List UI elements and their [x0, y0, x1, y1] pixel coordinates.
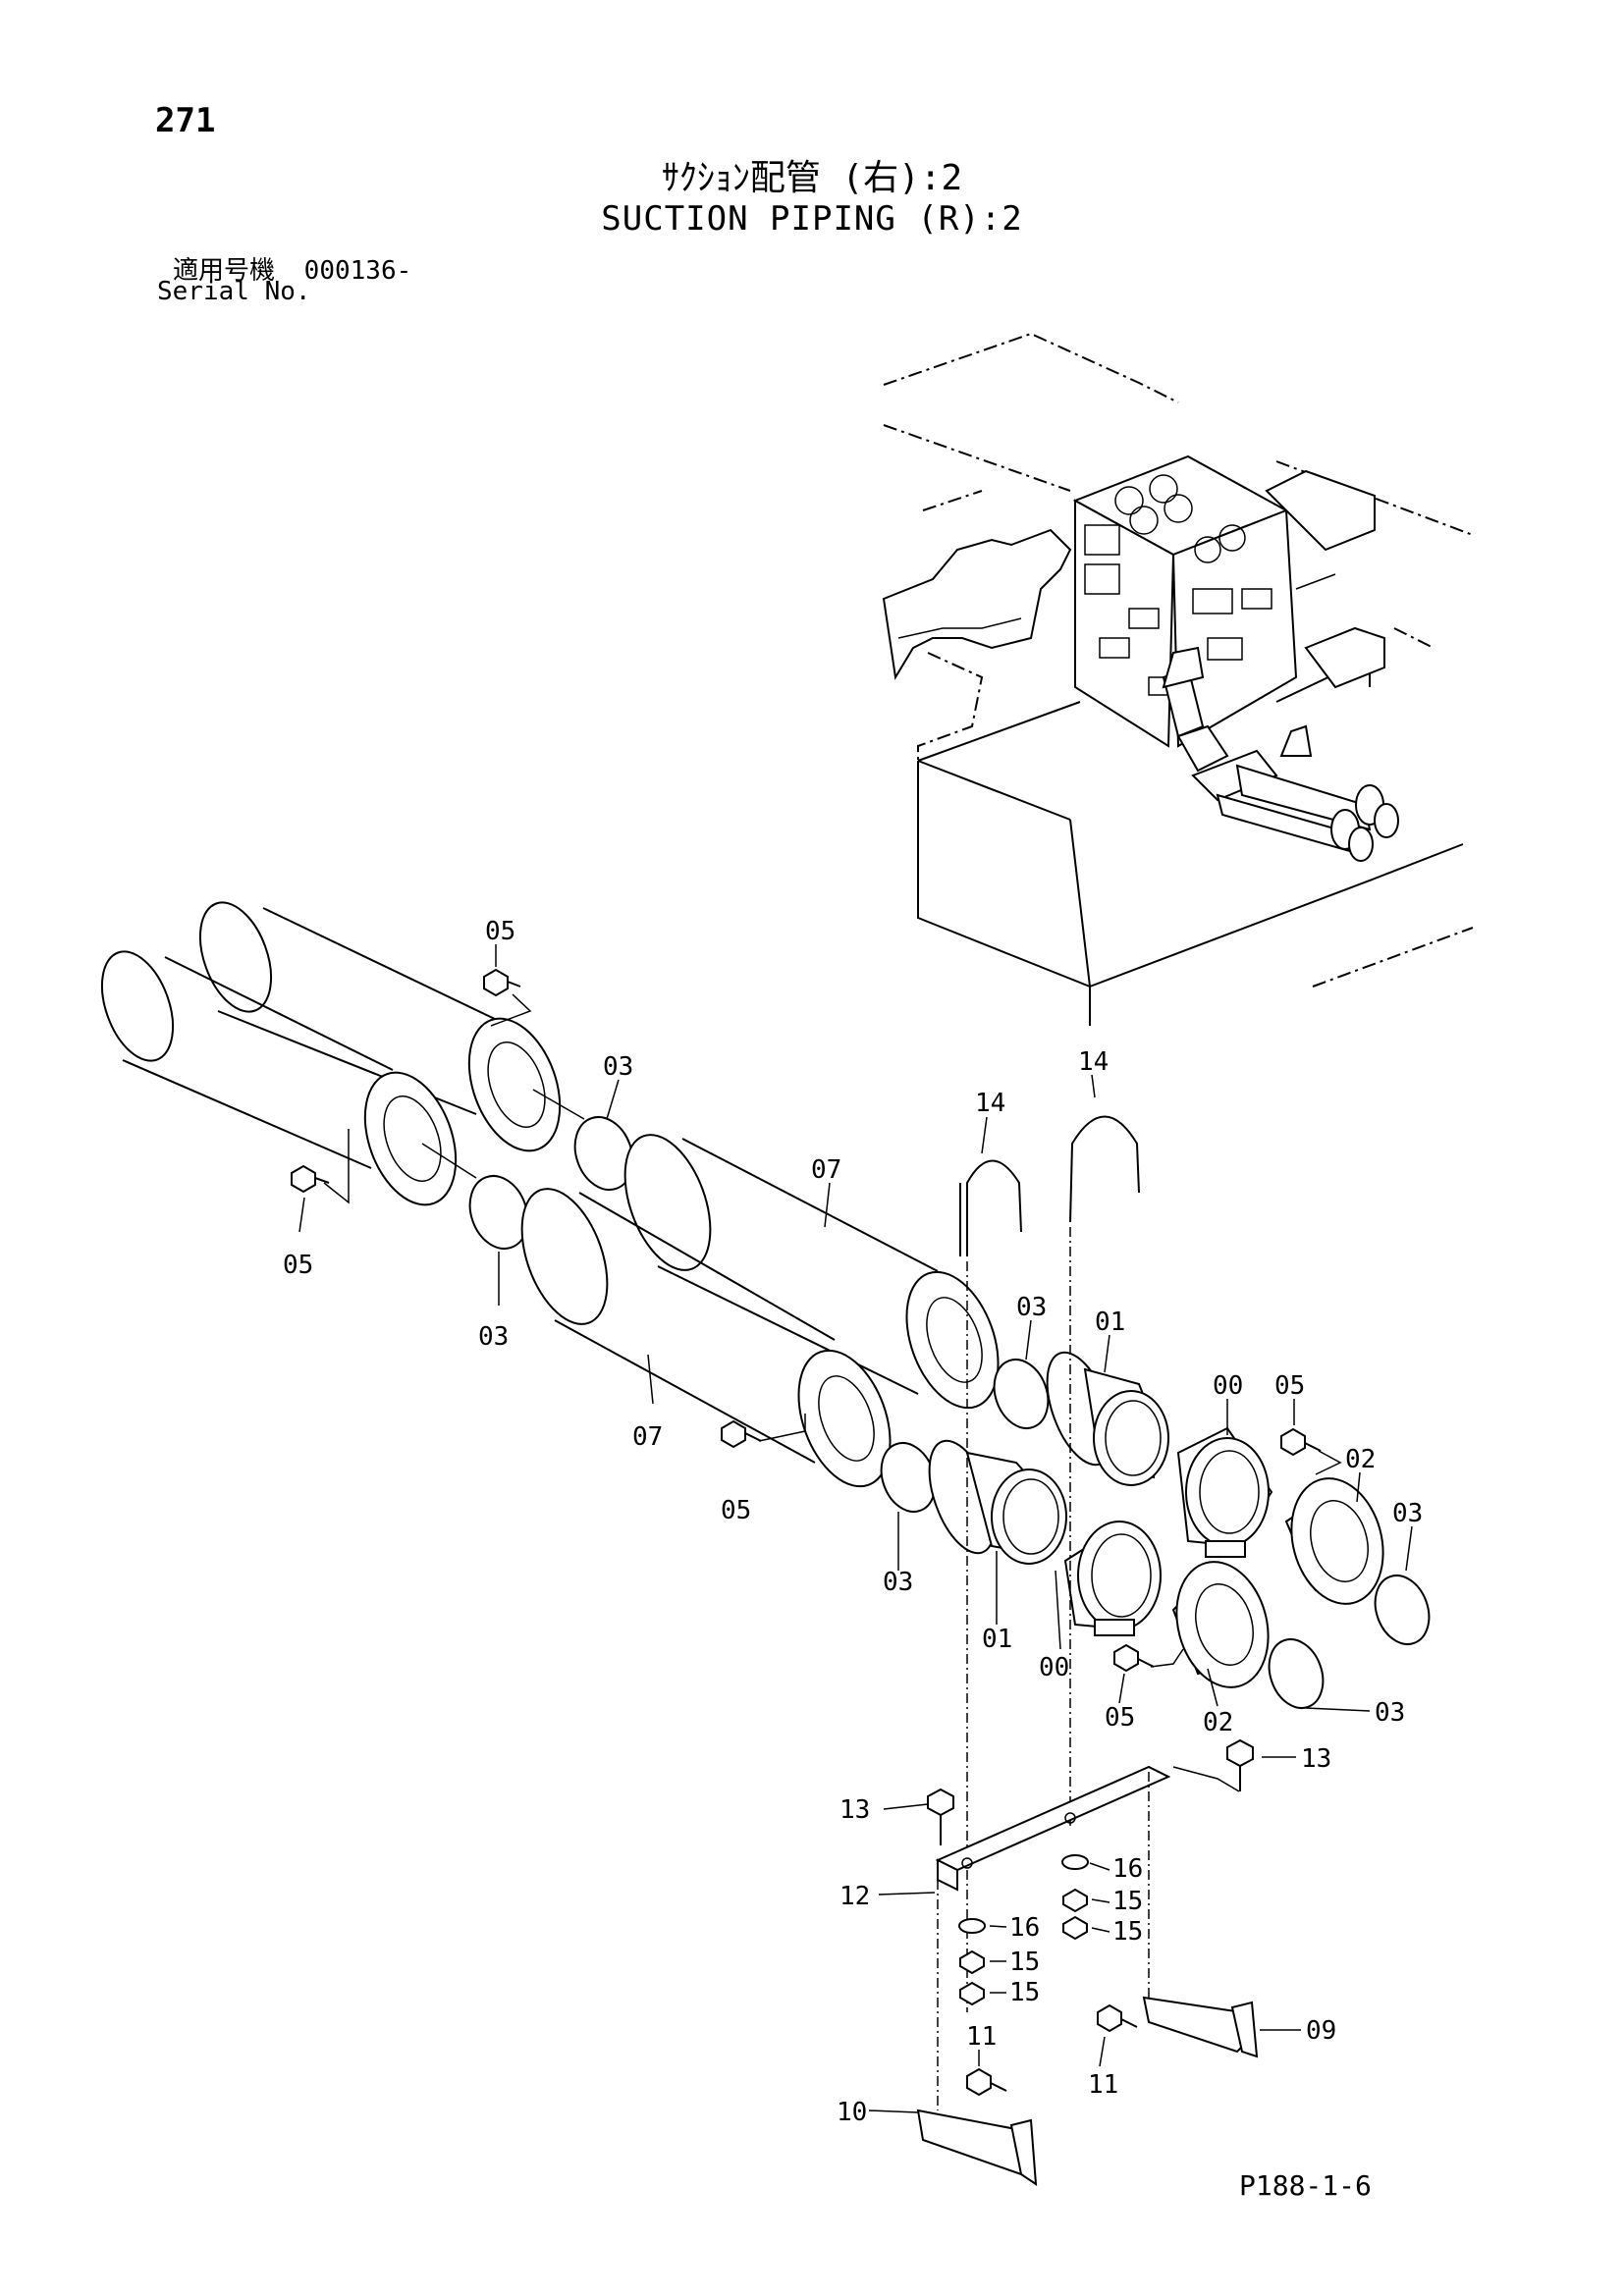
callout-02-lower: 02: [1203, 1708, 1233, 1737]
callout-15-right-b: 15: [1112, 1917, 1143, 1947]
callout-00-lower: 00: [1039, 1653, 1069, 1682]
bolt-11-right: [1097, 2003, 1138, 2033]
serial-label-japanese: 適用号機 000136-: [173, 250, 411, 287]
callout-15-left-b: 15: [1009, 1978, 1040, 2007]
bracket-12: [935, 1765, 1171, 1892]
callout-13-right: 13: [1301, 1744, 1331, 1774]
callout-10: 10: [837, 2098, 867, 2127]
callout-02-upper: 02: [1345, 1445, 1376, 1474]
callout-01-lower: 01: [982, 1625, 1012, 1654]
callout-03-left: 03: [478, 1322, 509, 1352]
title-english: SUCTION PIPING (R):2: [601, 199, 1023, 239]
callout-11-left: 11: [966, 2022, 997, 2052]
callout-16-left: 16: [1009, 1913, 1040, 1943]
suction-pipes-overview: [1162, 646, 1399, 862]
callout-05-top: 05: [485, 917, 515, 946]
callout-09: 09: [1306, 2016, 1336, 2046]
callout-15-right-a: 15: [1112, 1887, 1143, 1916]
bolt-05-mid: [721, 1419, 762, 1449]
serial-label-english: Serial No.: [157, 277, 311, 306]
callout-14-left: 14: [975, 1089, 1005, 1118]
callout-03-bottom: 03: [1375, 1698, 1405, 1728]
callout-00-upper: 00: [1213, 1371, 1243, 1401]
drawing-code: P188-1-6: [1239, 2169, 1372, 2202]
callout-14-right: 14: [1078, 1047, 1109, 1077]
callout-12: 12: [839, 1882, 870, 1911]
washer-16-left: [958, 1918, 986, 1934]
callout-03-lower: 03: [883, 1568, 913, 1597]
bolt-05-left: [291, 1164, 330, 1194]
o-ring-03-top: [573, 1116, 634, 1191]
pipe-07-upper: [623, 1134, 1000, 1410]
o-ring-03-right: [1374, 1575, 1431, 1645]
hose-01-lower: [928, 1439, 1067, 1565]
stay-09: [1142, 1996, 1259, 2058]
callout-11-right: 11: [1088, 2070, 1118, 2100]
flange-02-upper: [1284, 1477, 1384, 1605]
callout-07-lower: 07: [632, 1422, 663, 1452]
u-bolt-14-left: [959, 1159, 1022, 2012]
bolt-05-right: [1280, 1427, 1322, 1457]
stay-10: [916, 2109, 1038, 2186]
callout-03-mid: 03: [1016, 1293, 1047, 1322]
pipe-07-lower: [520, 1188, 892, 1488]
o-ring-03-mid: [993, 1359, 1050, 1429]
hose-00-lower: [1063, 1521, 1162, 1636]
callout-03-top: 03: [603, 1052, 633, 1082]
callout-15-left-a: 15: [1009, 1948, 1040, 1977]
serial-label-jp-text: 適用号機: [173, 256, 276, 286]
serial-number: 000136-: [303, 256, 412, 286]
callout-03-right: 03: [1392, 1499, 1423, 1528]
control-valve-body: [1072, 454, 1385, 748]
callout-05-right: 05: [1274, 1371, 1305, 1401]
bolt-11-left: [966, 2067, 1007, 2097]
nut-15-right-a: [1062, 1888, 1088, 1913]
nut-15-left-b: [959, 1981, 985, 2006]
callout-01-upper: 01: [1095, 1308, 1125, 1337]
bolt-13-right: [1226, 1738, 1254, 1791]
o-ring-03-bottom: [1268, 1638, 1325, 1709]
hose-01-upper: [1046, 1351, 1169, 1486]
bolt-05-top: [483, 968, 521, 997]
nut-15-left-a: [959, 1949, 985, 1975]
page-number: 271: [155, 101, 216, 140]
callout-05-mid: 05: [721, 1496, 751, 1525]
bolt-05-bottom: [1113, 1643, 1155, 1673]
o-ring-03-left: [468, 1175, 529, 1250]
washer-16-right: [1061, 1854, 1089, 1870]
machine-overview: [882, 332, 1474, 1026]
title-japanese: ｻｸｼｮﾝ配管 (右):2: [661, 158, 963, 198]
u-bolt-14-right: [1069, 1115, 1140, 1826]
nut-15-right-b: [1062, 1915, 1088, 1941]
bolt-13-left: [927, 1788, 954, 1845]
flange-02-lower: [1171, 1561, 1270, 1688]
callout-05-left: 05: [283, 1251, 313, 1280]
callout-16-right: 16: [1112, 1854, 1143, 1884]
callout-05-bottom: 05: [1105, 1703, 1135, 1733]
callout-07-upper: 07: [811, 1155, 841, 1185]
callout-13-left: 13: [839, 1795, 870, 1825]
pipe-07-far-lower: [100, 950, 458, 1206]
hose-00-upper: [1176, 1426, 1273, 1558]
